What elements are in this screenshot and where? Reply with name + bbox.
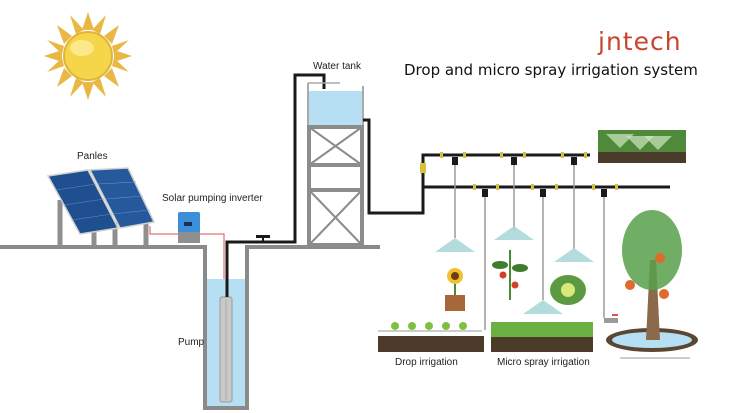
ground — [0, 245, 380, 410]
solar-panels — [46, 167, 156, 246]
valve-icon — [256, 235, 270, 243]
micro-spray-bed — [491, 322, 593, 352]
solar-pumping-inverter — [178, 212, 200, 243]
tree-icon — [606, 210, 698, 352]
pump-icon — [219, 296, 233, 403]
drop-lines — [454, 160, 605, 330]
supply-pipe — [225, 73, 326, 297]
label-inverter: Solar pumping inverter — [162, 193, 263, 204]
sunflower-icon — [445, 268, 465, 311]
faucet-icon — [604, 314, 618, 323]
tomato-plant-icon — [492, 250, 528, 300]
label-drop-irrigation: Drop irrigation — [395, 357, 458, 368]
cabbage-icon — [550, 275, 586, 305]
label-micro-spray-irrigation: Micro spray irrigation — [497, 357, 590, 368]
water-tank — [307, 82, 364, 247]
field-spray-image — [598, 130, 686, 163]
pipe-fittings — [420, 152, 618, 190]
label-water-tank: Water tank — [313, 61, 361, 72]
label-pump: Pump — [178, 337, 205, 348]
brand-logo: jntech — [598, 27, 682, 56]
distribution-pipe — [363, 118, 670, 215]
sun-icon — [44, 12, 132, 100]
diagram-title: Drop and micro spray irrigation system — [404, 61, 698, 79]
spray-icon — [435, 226, 594, 314]
drop-irrigation-bed — [378, 322, 484, 352]
wire — [149, 226, 225, 300]
label-panels: Panles — [77, 151, 108, 162]
